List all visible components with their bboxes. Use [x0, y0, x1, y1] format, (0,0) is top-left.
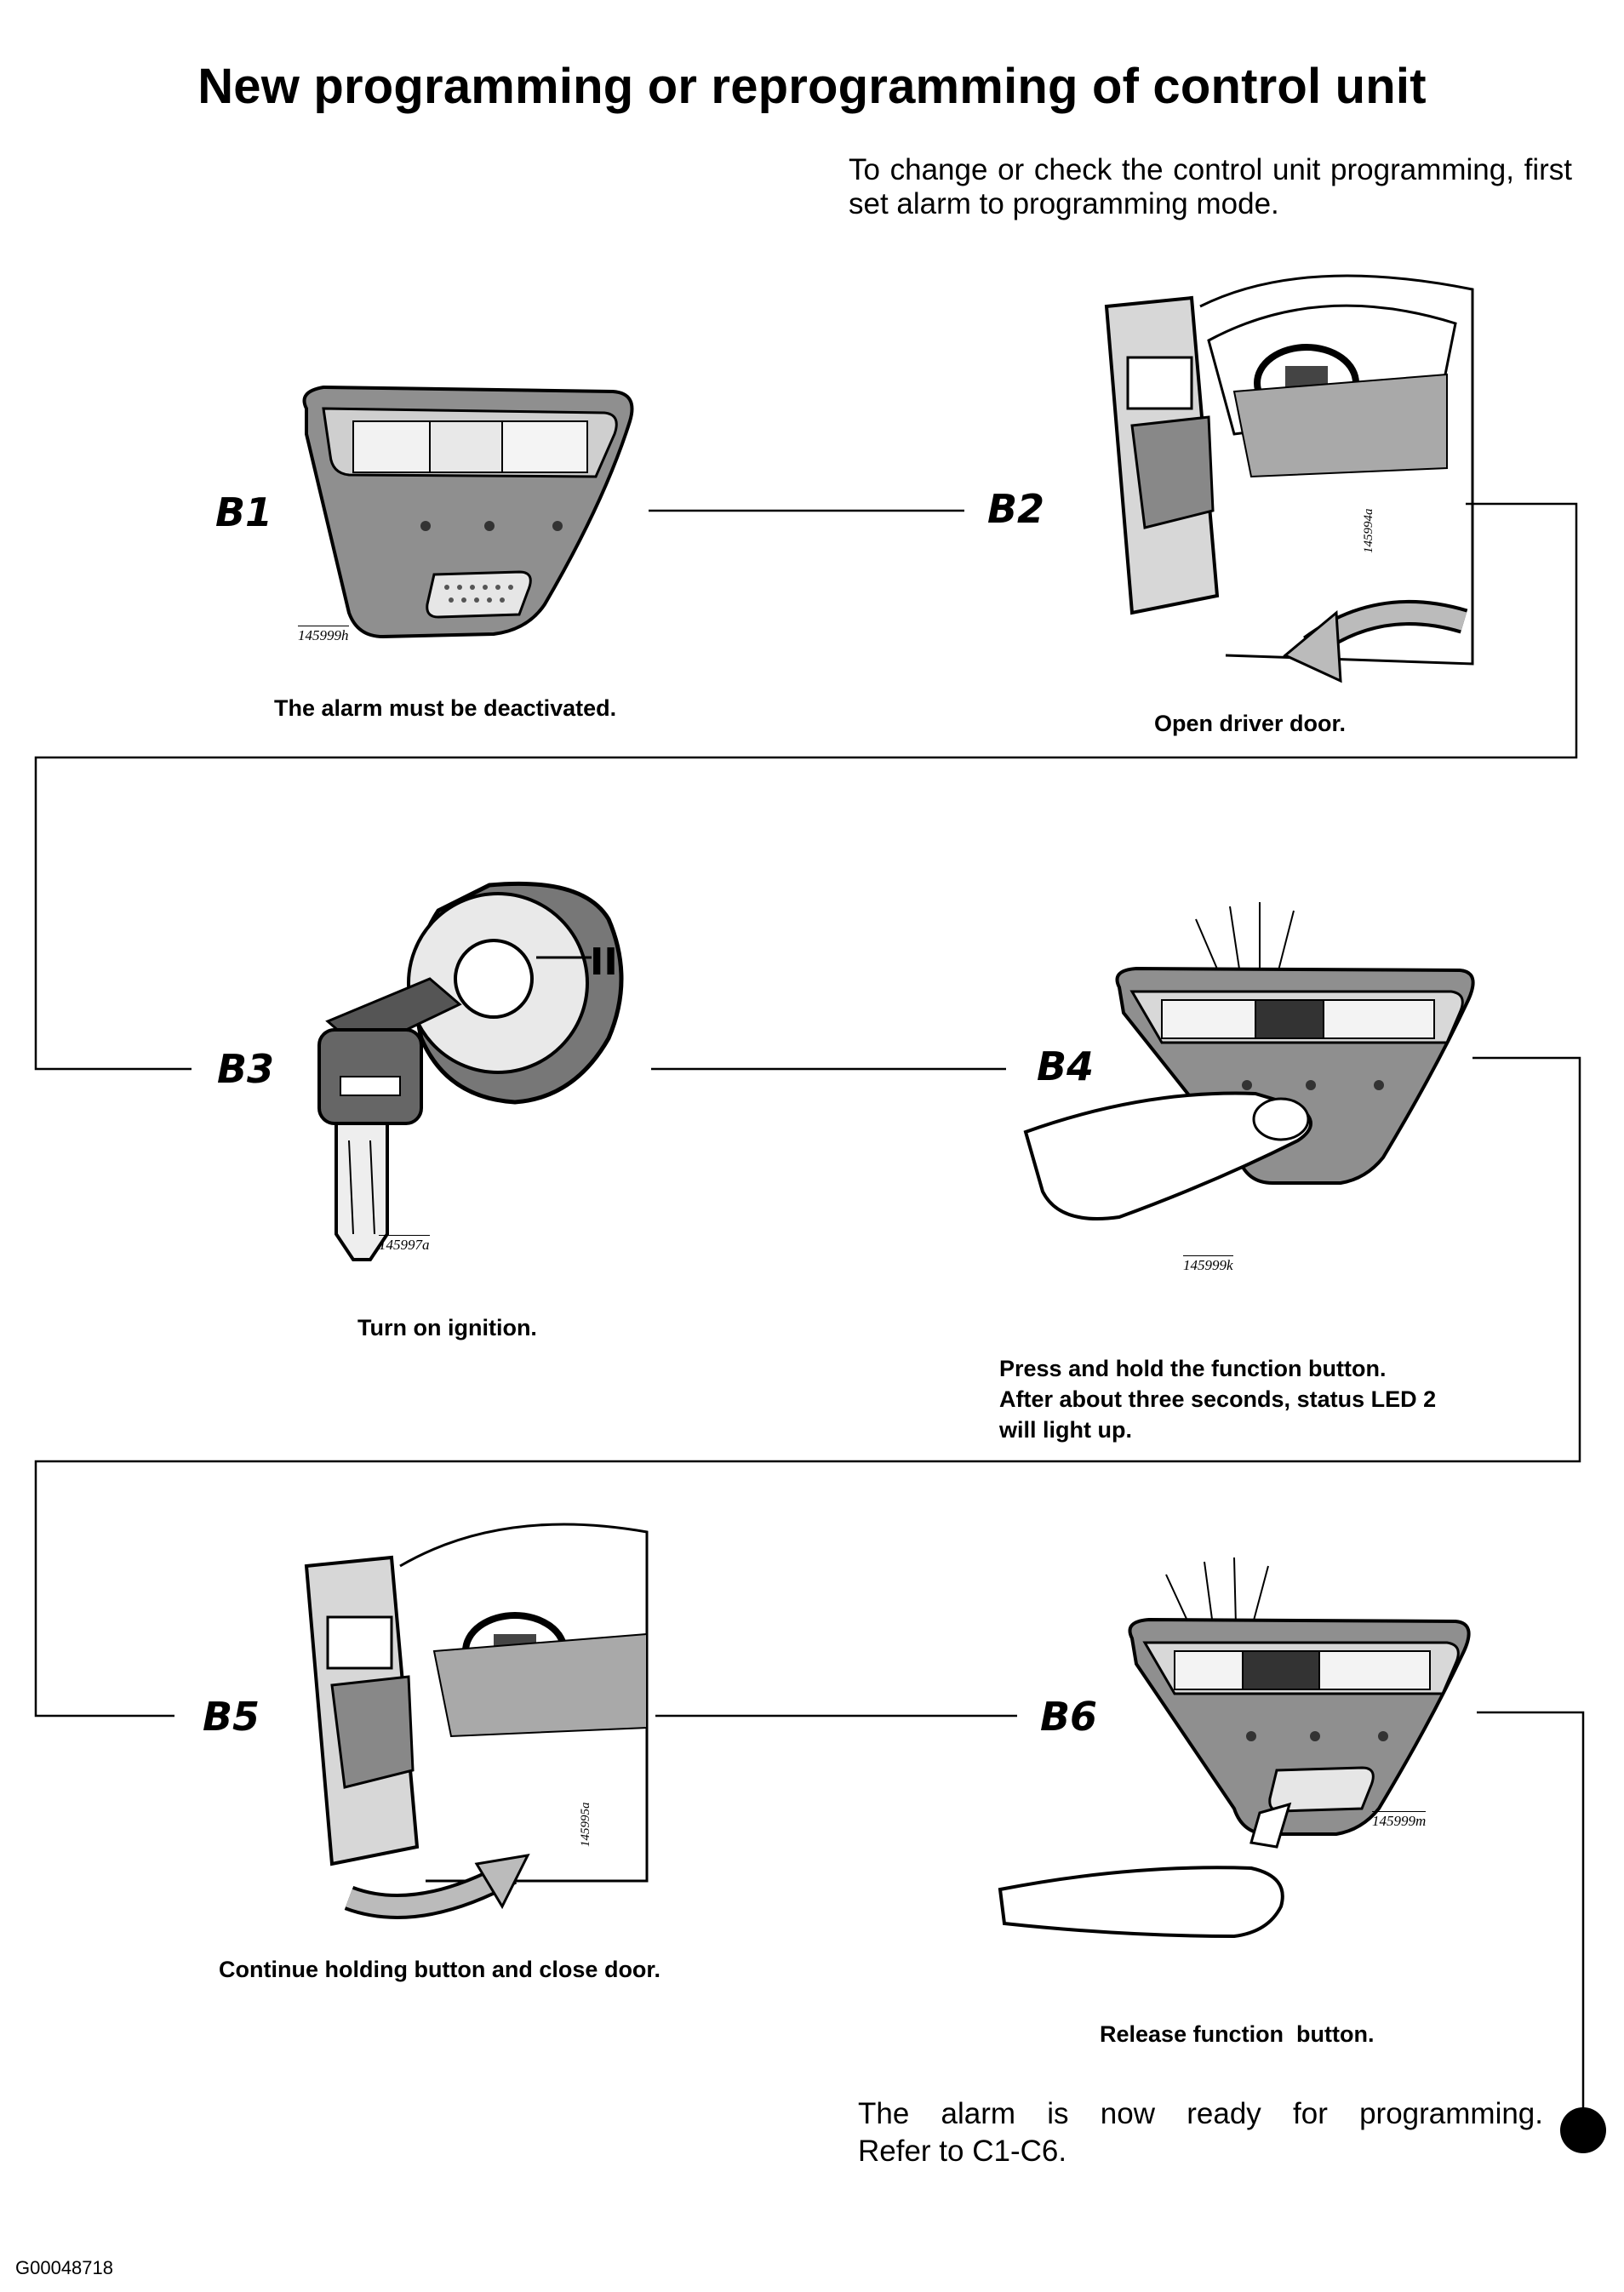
step-label-b6: B6 [1040, 1694, 1098, 1740]
caption-b1: The alarm must be deactivated. [274, 695, 617, 721]
alarm-panel-press-icon [1023, 902, 1475, 1220]
document-id: G00048718 [15, 2257, 113, 2278]
caption-b2: Open driver door. [1154, 711, 1347, 736]
caption-b6: Release function button. [1100, 2021, 1375, 2047]
step-label-b5: B5 [203, 1694, 260, 1740]
open-door-icon [1104, 274, 1474, 683]
connector-b2-b3 [34, 502, 1578, 1071]
step-label-b4: B4 [1037, 1043, 1095, 1089]
ignition-position-marker: II [590, 940, 618, 984]
figure-number-b4: 145999k [1183, 1255, 1233, 1273]
step-label-b1: B1 [215, 489, 273, 535]
ignition-key-icon [317, 881, 624, 1261]
page-title: New programming or reprogramming of cont… [197, 59, 1427, 114]
final-note-line2: Refer to C1-C6. [858, 2135, 1067, 2168]
figure-number-b2: 145994a [1362, 508, 1375, 554]
step-label-b3: B3 [217, 1046, 275, 1092]
figure-number-b1: 145999h [298, 626, 349, 643]
figure-number-b3: 145997a [379, 1235, 430, 1253]
alarm-panel-release-icon [998, 1557, 1471, 1939]
caption-b3: Turn on ignition. [357, 1315, 537, 1340]
figure-number-b5: 145995a [579, 1802, 592, 1848]
final-note-line1: The alarm is now ready for programming. [858, 2097, 1543, 2130]
connector-b4-b5 [34, 1056, 1581, 1718]
caption-b4: Press and hold the function button. Afte… [999, 1356, 1437, 1443]
figure-number-b6: 145999m [1372, 1811, 1427, 1829]
caption-b5: Continue holding button and close door. [219, 1957, 660, 1982]
close-door-icon [304, 1523, 649, 1919]
intro-text: To change or check the control unit prog… [849, 153, 1572, 220]
step-label-b2: B2 [987, 486, 1045, 532]
end-dot-icon [1560, 2107, 1606, 2153]
alarm-panel-icon [302, 385, 634, 639]
final-note: The alarm is now ready for programming. … [858, 2095, 1543, 2170]
